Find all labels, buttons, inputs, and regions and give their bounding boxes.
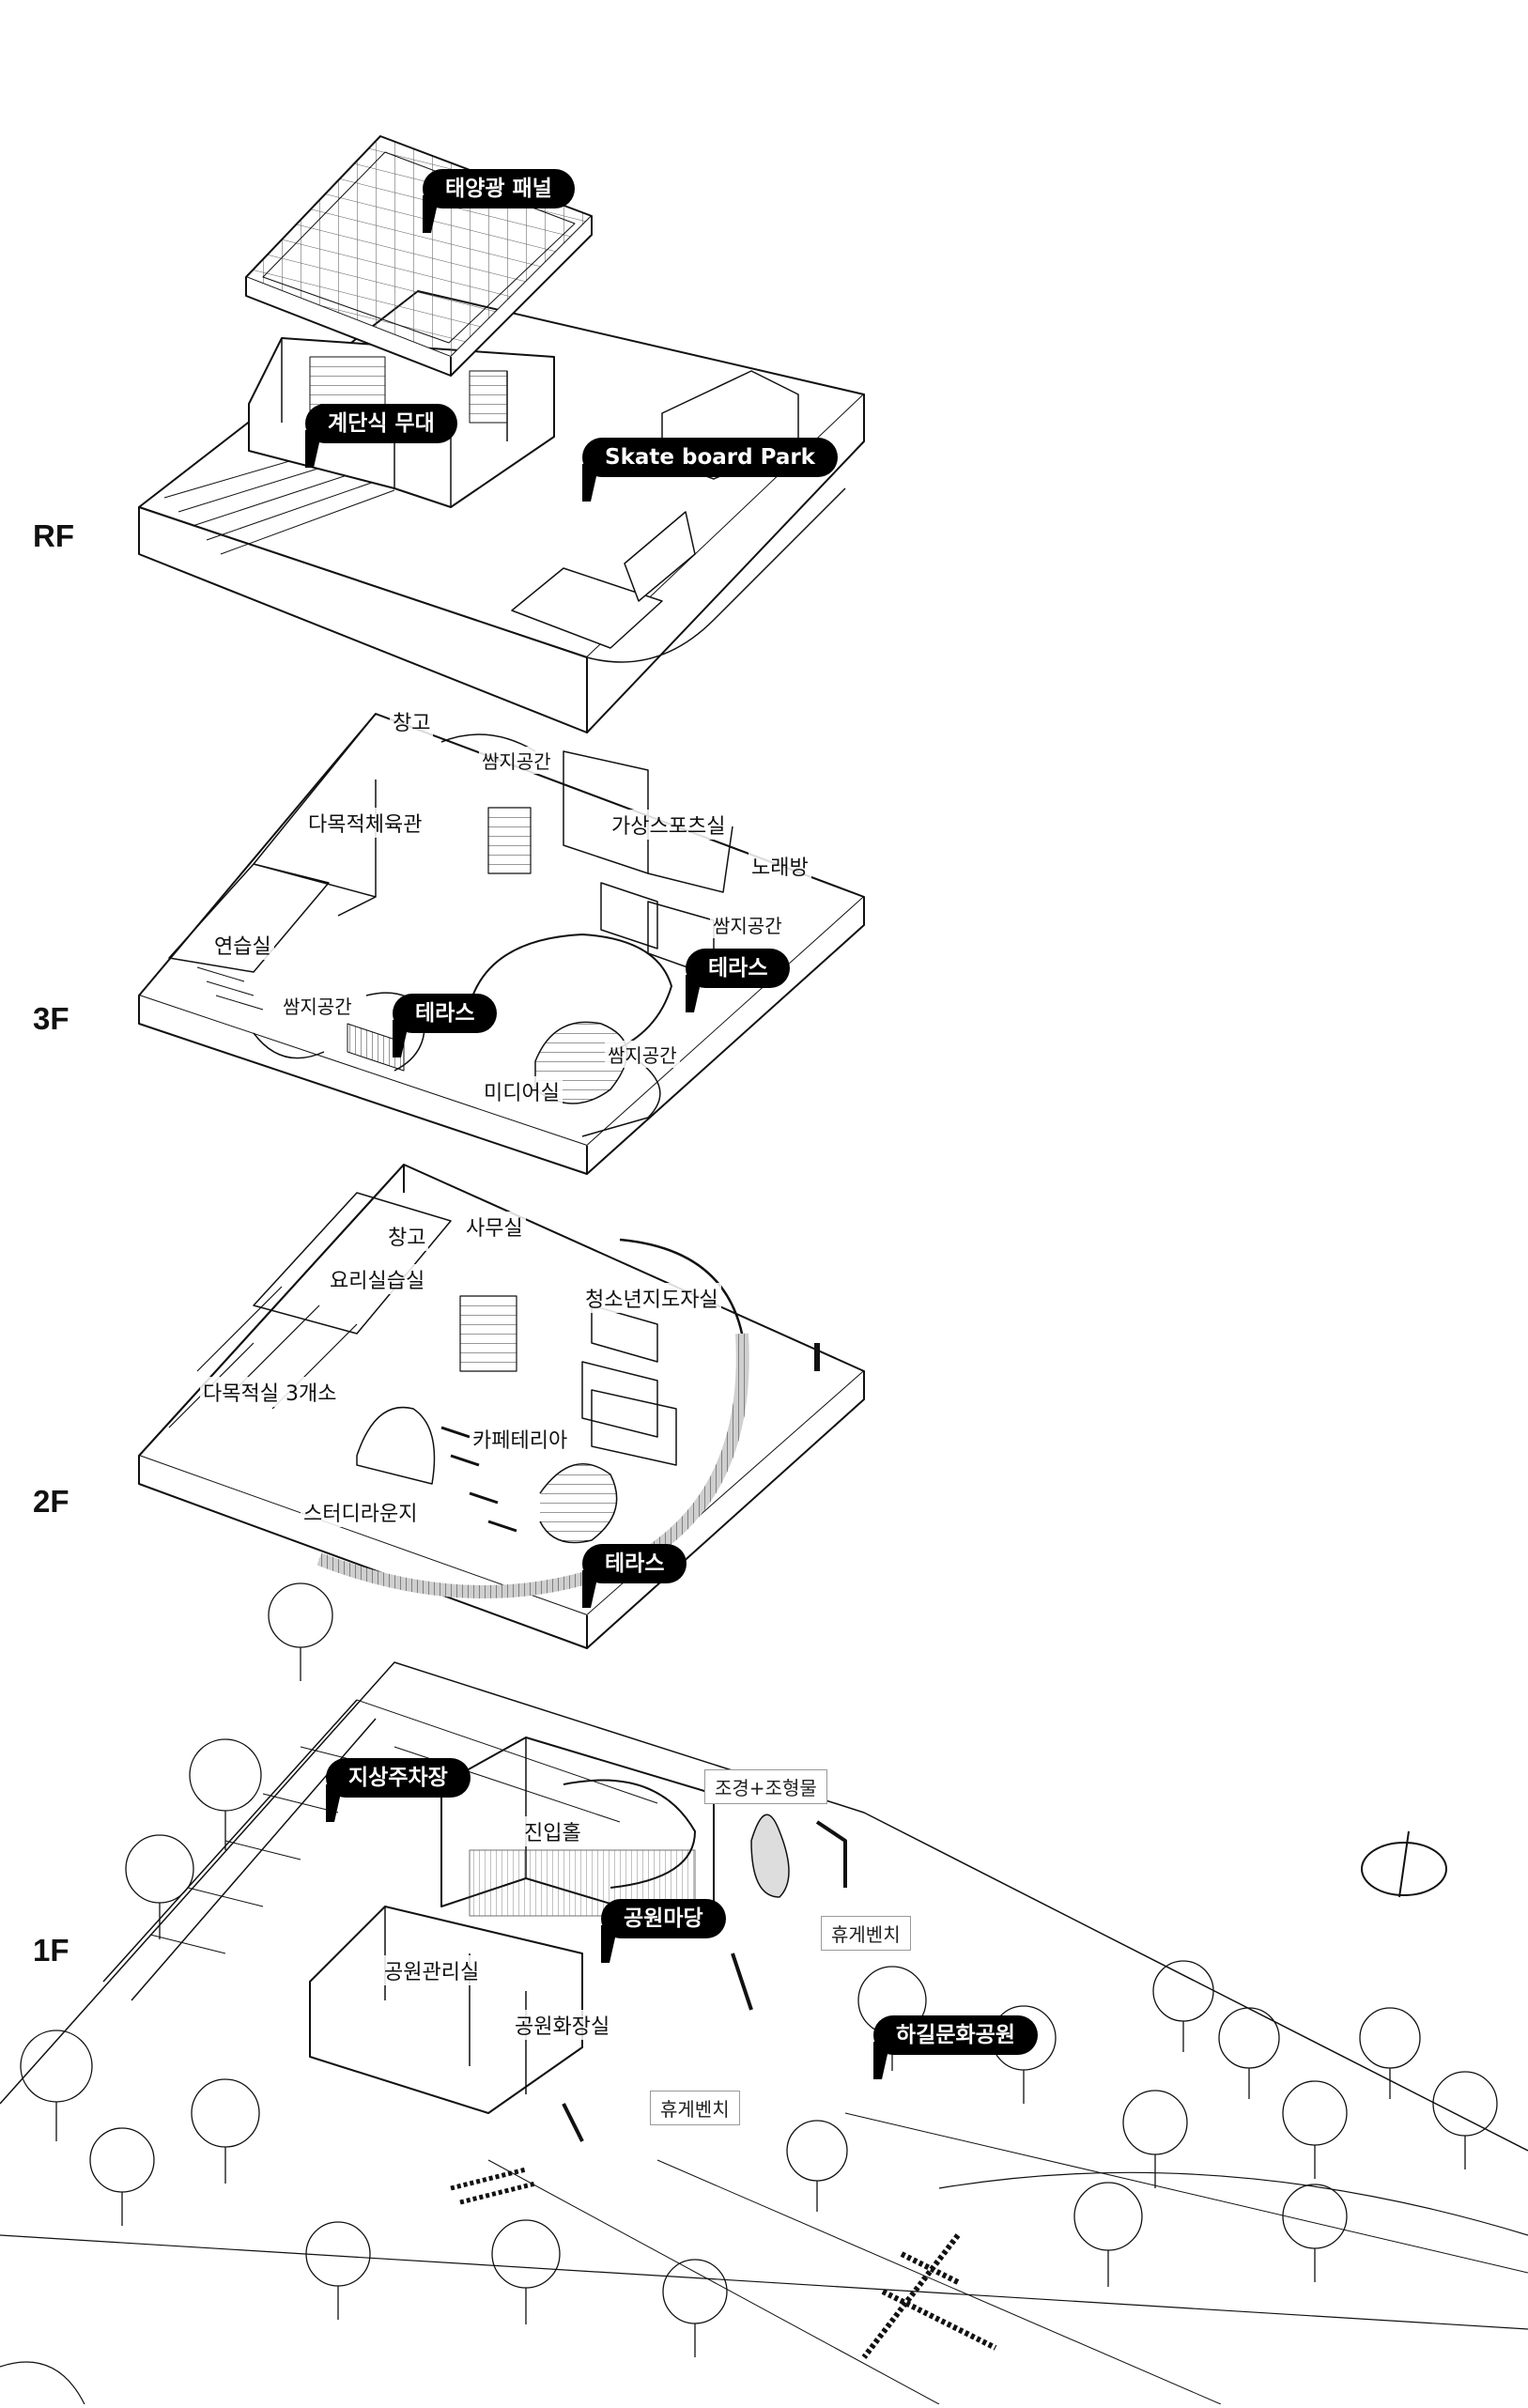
tag-solar-panel: 태양광 패널 bbox=[423, 169, 575, 233]
room-2f-storage: 창고 bbox=[385, 1221, 429, 1251]
tag-pointer bbox=[601, 1925, 618, 1963]
room-2f-study-lounge: 스터디라운지 bbox=[301, 1497, 421, 1527]
label-1f-landscape: 조경+조형물 bbox=[704, 1769, 827, 1804]
tag-solar-panel-text: 태양광 패널 bbox=[445, 177, 552, 201]
room-3f-nook-right: 쌈지공간 bbox=[710, 911, 785, 938]
tag-tiered-stage-text: 계단식 무대 bbox=[328, 411, 435, 436]
room-2f-multipurpose: 다목적실 3개소 bbox=[200, 1377, 340, 1407]
tag-pointer bbox=[873, 2042, 890, 2079]
landscape-trees bbox=[20, 1582, 1498, 2357]
floor-label-3f: 3F bbox=[33, 1001, 69, 1036]
roof-floor-slab bbox=[138, 290, 865, 733]
tag-3f-terrace-right: 테라스 bbox=[686, 949, 791, 1012]
room-3f-nook-left: 쌈지공간 bbox=[280, 992, 355, 1019]
tag-1f-parking: 지상주차장 bbox=[326, 1758, 471, 1822]
room-3f-nook-center: 쌈지공간 bbox=[605, 1041, 680, 1068]
floor-label-2f: 2F bbox=[33, 1484, 69, 1519]
tag-1f-plaza-text: 공원마당 bbox=[624, 1906, 703, 1931]
tag-2f-terrace-text: 테라스 bbox=[605, 1551, 665, 1576]
north-arrow-icon bbox=[1361, 1830, 1447, 1898]
tag-1f-culture-park-text: 하길문화공원 bbox=[896, 2023, 1015, 2047]
tag-pointer bbox=[326, 1784, 343, 1822]
floor-label-1f: 1F bbox=[33, 1933, 69, 1968]
tag-pointer bbox=[423, 195, 440, 233]
tag-3f-terrace-right-text: 테라스 bbox=[708, 956, 768, 980]
tag-pointer bbox=[582, 1570, 599, 1608]
label-1f-bench-right: 휴게벤치 bbox=[821, 1916, 911, 1951]
room-3f-media: 미디어실 bbox=[481, 1076, 563, 1106]
tag-1f-parking-text: 지상주차장 bbox=[348, 1766, 448, 1790]
room-3f-karaoke: 노래방 bbox=[749, 851, 811, 881]
room-1f-park-office: 공원관리실 bbox=[381, 1955, 483, 1985]
floor-label-rf: RF bbox=[33, 518, 74, 553]
tag-3f-terrace-left: 테라스 bbox=[393, 994, 498, 1057]
tag-pointer bbox=[686, 975, 702, 1012]
tag-pointer bbox=[582, 464, 599, 502]
tag-skate-park: Skate board Park bbox=[582, 438, 838, 502]
tag-1f-culture-park: 하길문화공원 bbox=[873, 2015, 1038, 2079]
tag-pointer bbox=[393, 1020, 409, 1057]
tag-3f-terrace-left-text: 테라스 bbox=[415, 1001, 475, 1026]
room-3f-vr-sports: 가상스포츠실 bbox=[609, 810, 729, 840]
tag-pointer bbox=[305, 430, 322, 468]
room-2f-cooking: 요리실습실 bbox=[327, 1264, 428, 1294]
tag-skate-park-text: Skate board Park bbox=[605, 445, 815, 470]
label-1f-bench-bottom: 휴게벤치 bbox=[650, 2091, 740, 2125]
room-3f-storage: 창고 bbox=[390, 706, 434, 736]
tag-tiered-stage: 계단식 무대 bbox=[305, 404, 457, 468]
tag-2f-terrace: 테라스 bbox=[582, 1544, 687, 1608]
room-3f-nook-top: 쌈지공간 bbox=[479, 747, 554, 774]
room-1f-entrance: 진입홀 bbox=[521, 1816, 584, 1846]
room-2f-youth-guidance: 청소년지도자실 bbox=[582, 1283, 721, 1313]
room-3f-practice: 연습실 bbox=[211, 930, 274, 960]
room-2f-cafeteria: 카페테리아 bbox=[470, 1424, 571, 1454]
room-3f-gym: 다목적체육관 bbox=[305, 808, 425, 838]
room-1f-restroom: 공원화장실 bbox=[512, 2010, 613, 2040]
room-2f-office: 사무실 bbox=[463, 1212, 526, 1242]
tag-1f-plaza: 공원마당 bbox=[601, 1899, 726, 1963]
